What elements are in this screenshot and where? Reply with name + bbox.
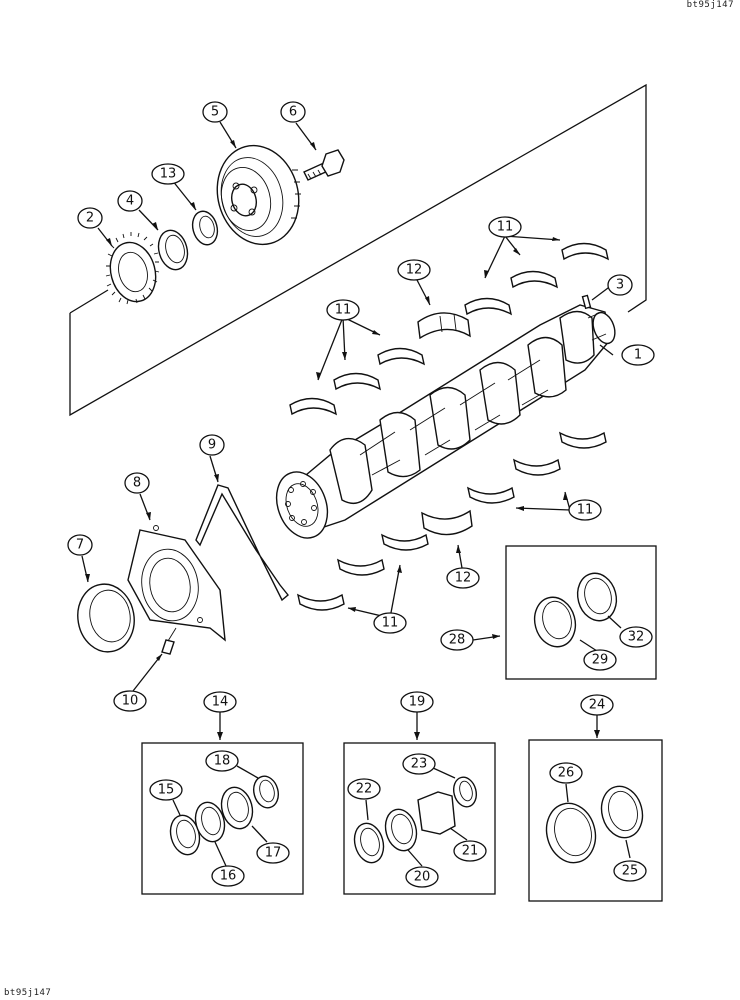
callout-11-lower-right: 11 bbox=[568, 499, 602, 521]
callout-21: 21 bbox=[453, 840, 487, 862]
svg-text:17: 17 bbox=[265, 846, 282, 861]
svg-text:32: 32 bbox=[628, 630, 645, 645]
kit-box-24 bbox=[528, 739, 663, 902]
svg-text:16: 16 bbox=[220, 869, 237, 884]
svg-text:2: 2 bbox=[86, 211, 94, 226]
svg-text:4: 4 bbox=[126, 194, 134, 209]
svg-text:25: 25 bbox=[622, 864, 639, 879]
lower-bearing-shells bbox=[296, 431, 607, 611]
callout-13: 13 bbox=[151, 163, 185, 185]
svg-text:6: 6 bbox=[289, 105, 297, 120]
callout-25: 25 bbox=[613, 860, 647, 882]
callout-11-upper-right: 11 bbox=[488, 216, 522, 238]
callout-28: 28 bbox=[440, 629, 474, 651]
svg-text:12: 12 bbox=[455, 571, 472, 586]
svg-text:1: 1 bbox=[634, 348, 642, 363]
rear-seal bbox=[77, 583, 135, 653]
callout-5: 5 bbox=[202, 101, 228, 123]
callout-23: 23 bbox=[402, 753, 436, 775]
callout-26: 26 bbox=[549, 762, 583, 784]
svg-text:20: 20 bbox=[414, 870, 431, 885]
wear-ring bbox=[157, 229, 189, 271]
callout-14: 14 bbox=[203, 691, 237, 713]
dowel-pin bbox=[581, 294, 592, 310]
callout-10: 10 bbox=[113, 690, 147, 712]
callout-2: 2 bbox=[77, 207, 103, 229]
svg-text:11: 11 bbox=[335, 303, 352, 318]
callout-11-upper-left: 11 bbox=[326, 299, 360, 321]
callout-29: 29 bbox=[583, 649, 617, 671]
svg-text:11: 11 bbox=[577, 503, 594, 518]
svg-text:13: 13 bbox=[160, 167, 177, 182]
arrowheads bbox=[85, 140, 600, 740]
callout-7: 7 bbox=[67, 534, 93, 556]
upper-thrust-bearing bbox=[417, 312, 471, 340]
crankshaft bbox=[275, 304, 616, 539]
kit-box-14 bbox=[141, 742, 304, 895]
callout-20: 20 bbox=[405, 866, 439, 888]
spacer-ring bbox=[191, 210, 219, 246]
lower-thrust-bearing bbox=[421, 509, 473, 536]
housing-gasket bbox=[195, 484, 289, 602]
group-frame bbox=[69, 83, 647, 417]
callout-19: 19 bbox=[400, 691, 434, 713]
svg-text:10: 10 bbox=[122, 694, 139, 709]
damper-bolt bbox=[303, 149, 345, 181]
svg-text:28: 28 bbox=[449, 633, 466, 648]
svg-text:3: 3 bbox=[616, 278, 624, 293]
callout-12-upper: 12 bbox=[397, 259, 431, 281]
callout-9: 9 bbox=[199, 434, 225, 456]
callout-3: 3 bbox=[607, 274, 633, 296]
svg-text:11: 11 bbox=[382, 616, 399, 631]
svg-text:15: 15 bbox=[158, 783, 175, 798]
svg-text:29: 29 bbox=[592, 653, 609, 668]
svg-text:11: 11 bbox=[497, 220, 514, 235]
svg-text:5: 5 bbox=[211, 105, 219, 120]
housing-screw bbox=[161, 627, 177, 655]
svg-text:26: 26 bbox=[558, 766, 575, 781]
upper-bearing-shells bbox=[289, 242, 610, 416]
callouts: 1 2 3 4 5 6 7 8 9 10 11 11 11 11 12 12 1… bbox=[67, 101, 655, 888]
callout-16: 16 bbox=[211, 865, 245, 887]
drawing-code-top: bt95j147 bbox=[686, 0, 734, 10]
kit-box-19 bbox=[343, 742, 496, 895]
callout-4: 4 bbox=[117, 190, 143, 212]
svg-text:8: 8 bbox=[133, 476, 141, 491]
svg-text:24: 24 bbox=[589, 698, 606, 713]
leader-lines bbox=[81, 121, 614, 740]
drawing-code-bottom: bt95j147 bbox=[4, 988, 52, 998]
callout-24: 24 bbox=[580, 694, 614, 716]
callout-8: 8 bbox=[124, 472, 150, 494]
svg-text:22: 22 bbox=[356, 782, 373, 797]
callout-15: 15 bbox=[149, 779, 183, 801]
callout-17: 17 bbox=[256, 842, 290, 864]
callout-18: 18 bbox=[205, 750, 239, 772]
svg-text:9: 9 bbox=[208, 438, 216, 453]
callout-12-lower: 12 bbox=[446, 567, 480, 589]
svg-text:18: 18 bbox=[214, 754, 231, 769]
kit-box-28 bbox=[505, 545, 657, 680]
callout-22: 22 bbox=[347, 778, 381, 800]
svg-text:23: 23 bbox=[411, 757, 428, 772]
vibration-damper bbox=[216, 144, 301, 246]
callout-1: 1 bbox=[621, 344, 655, 366]
svg-text:14: 14 bbox=[212, 695, 229, 710]
svg-text:21: 21 bbox=[462, 844, 479, 859]
seal-housing bbox=[127, 525, 226, 642]
callout-6: 6 bbox=[280, 101, 306, 123]
svg-text:7: 7 bbox=[76, 538, 84, 553]
crankshaft-gear bbox=[105, 232, 160, 305]
svg-text:12: 12 bbox=[406, 263, 423, 278]
svg-text:19: 19 bbox=[409, 695, 426, 710]
callout-11-lower-left: 11 bbox=[373, 612, 407, 634]
callout-32: 32 bbox=[619, 626, 653, 648]
